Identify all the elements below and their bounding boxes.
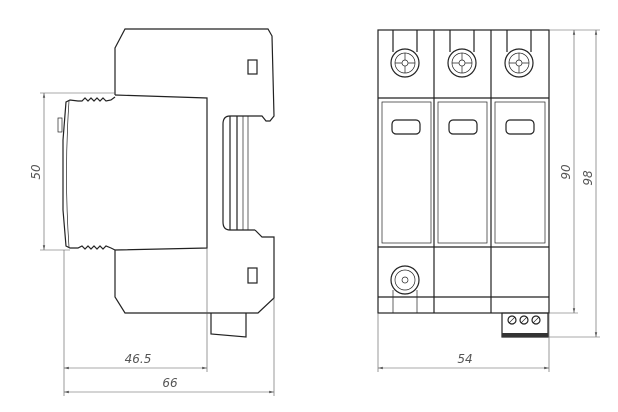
middle-body [114,94,208,251]
dim-depth-46-5: 46.5 [125,352,152,366]
bottom-rail-housing [114,229,275,314]
indicator-window [505,119,535,135]
screw-icon [447,48,477,78]
top-slot [247,59,258,75]
screw-icon [390,48,420,78]
front-face-curve [66,100,70,248]
pole-2 [437,30,488,244]
front-outline [377,29,550,314]
bottom-terminal [210,313,247,338]
screw-icon [390,265,420,295]
side-view: 50 46.5 66 [29,28,275,396]
dim-height-50: 50 [29,164,43,180]
front-latch [57,117,63,133]
pole-1 [381,30,432,244]
indicator-window [448,119,478,135]
front-view: 90 98 54 [377,29,600,372]
bottom-screw [390,265,420,313]
pole-3 [494,30,546,244]
bottom-slot [247,267,258,284]
dim-height-90: 90 [559,164,573,180]
dim-height-98: 98 [581,170,595,186]
top-rail-housing [114,28,275,122]
indicator-window [391,119,421,135]
screw-icon [504,48,534,78]
front-cover [62,96,116,251]
signal-terminal-block [501,312,549,338]
din-clip [222,115,255,231]
dim-width-54: 54 [457,352,472,366]
dim-depth-66: 66 [162,376,178,390]
